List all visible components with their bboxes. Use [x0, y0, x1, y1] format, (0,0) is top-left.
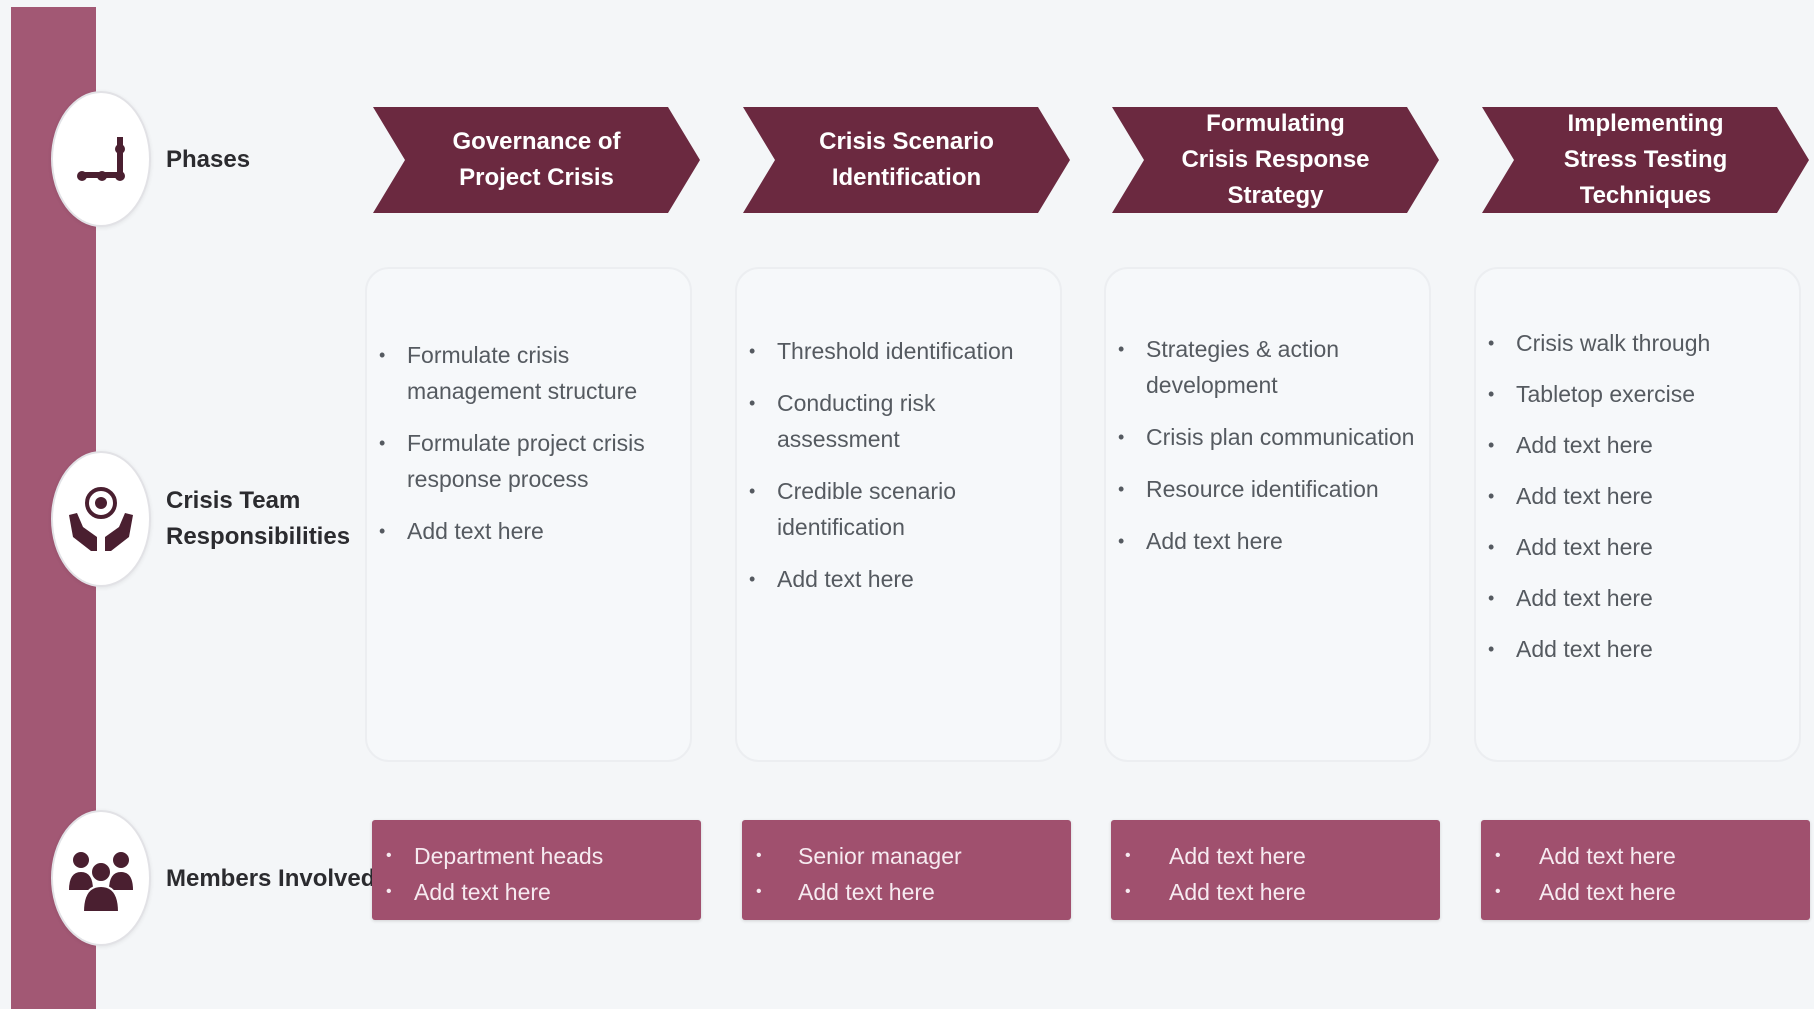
list-item: Crisis plan communication: [1106, 419, 1429, 455]
responsibilities-card-3: Strategies & action development Crisis p…: [1104, 267, 1431, 762]
responsibilities-card-2: Threshold identification Conducting risk…: [735, 267, 1062, 762]
list-item: Add text here: [372, 874, 701, 910]
phase-title: Crisis Scenario Identification: [819, 128, 994, 191]
list-item: Strategies & action development: [1106, 331, 1429, 403]
members-box-1: Department heads Add text here: [372, 820, 701, 920]
phases-row-label: Phases: [166, 146, 251, 173]
responsibilities-card-4: Crisis walk through Tabletop exercise Ad…: [1474, 267, 1801, 762]
list-item: Add text here: [1481, 838, 1810, 874]
list-item: Tabletop exercise: [1476, 376, 1799, 412]
list-item: Add text here: [1476, 427, 1799, 463]
hands-target-icon: [51, 451, 151, 587]
list-item: Resource identification: [1106, 471, 1429, 507]
phase-arrow-4: Implementing Stress Testing Techniques: [1482, 107, 1809, 213]
list-item: Department heads: [372, 838, 701, 874]
phase-title: Governance of Project Crisis: [452, 128, 621, 191]
list-item: Formulate crisis management structure: [367, 337, 690, 409]
list-item: Conducting risk assessment: [737, 385, 1060, 457]
members-box-2: Senior manager Add text here: [742, 820, 1071, 920]
list-item: Add text here: [1476, 580, 1799, 616]
list-item: Threshold identification: [737, 333, 1060, 369]
list-item: Add text here: [737, 561, 1060, 597]
list-item: Add text here: [1476, 529, 1799, 565]
responsibilities-card-1: Formulate crisis management structure Fo…: [365, 267, 692, 762]
phase-arrow-1: Governance of Project Crisis: [373, 107, 700, 213]
list-item: Crisis walk through: [1476, 325, 1799, 361]
steps-path-icon: [51, 91, 151, 227]
members-box-3: Add text here Add text here: [1111, 820, 1440, 920]
members-box-4: Add text here Add text here: [1481, 820, 1810, 920]
list-item: Credible scenario identification: [737, 473, 1060, 545]
list-item: Add text here: [1476, 478, 1799, 514]
team-group-icon: [51, 810, 151, 946]
phase-title: Formulating Crisis Response Strategy: [1181, 110, 1370, 209]
list-item: Add text here: [1481, 874, 1810, 910]
list-item: Add text here: [742, 874, 1071, 910]
phase-title: Implementing Stress Testing Techniques: [1563, 110, 1728, 209]
list-item: Add text here: [1111, 838, 1440, 874]
phase-arrow-3: Formulating Crisis Response Strategy: [1112, 107, 1439, 213]
responsibilities-row-label: Crisis Team Responsibilities: [166, 487, 351, 550]
list-item: Senior manager: [742, 838, 1071, 874]
phase-arrow-2: Crisis Scenario Identification: [743, 107, 1070, 213]
list-item: Add text here: [1111, 874, 1440, 910]
list-item: Add text here: [1106, 523, 1429, 559]
members-row-label: Members Involved: [166, 865, 376, 892]
list-item: Add text here: [367, 513, 690, 549]
list-item: Add text here: [1476, 631, 1799, 667]
list-item: Formulate project crisis response proces…: [367, 425, 690, 497]
